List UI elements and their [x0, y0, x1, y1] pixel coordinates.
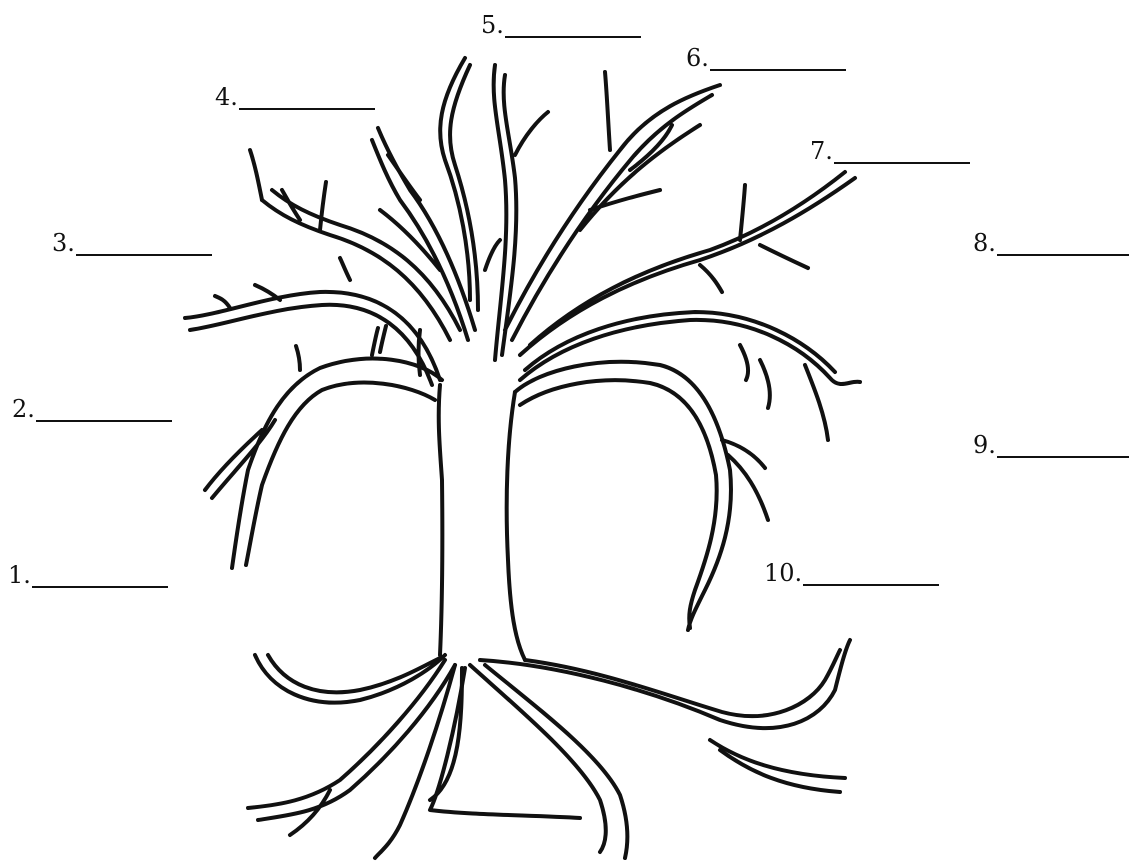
left-arch-twig-5	[380, 326, 386, 352]
right-mid-twig-1	[760, 360, 770, 408]
label-5-blank[interactable]	[505, 20, 641, 38]
label-7[interactable]: 7.	[810, 138, 970, 164]
left-top-twig-1	[388, 155, 420, 200]
left-top-branch-2	[372, 140, 468, 340]
left-arch-twig-4	[372, 328, 378, 355]
label-10-number: 10.	[764, 560, 802, 586]
label-9-blank[interactable]	[997, 440, 1129, 458]
label-1[interactable]: 1.	[8, 562, 168, 588]
label-10-blank[interactable]	[803, 568, 939, 586]
label-9-number: 9.	[973, 432, 996, 458]
label-9[interactable]: 9.	[973, 432, 1129, 458]
label-8[interactable]: 8.	[973, 230, 1129, 256]
right-top-branch-2	[512, 95, 712, 340]
label-3-number: 3.	[52, 230, 75, 256]
label-2[interactable]: 2.	[12, 396, 172, 422]
label-8-blank[interactable]	[997, 238, 1129, 256]
label-7-number: 7.	[810, 138, 833, 164]
label-6-blank[interactable]	[710, 53, 846, 71]
label-1-number: 1.	[8, 562, 31, 588]
right-upper-twig-3	[700, 265, 722, 292]
trunk-right-edge	[507, 392, 525, 660]
left-low-twig-2	[215, 296, 230, 308]
right-arch-inner	[520, 380, 717, 628]
root-left-outer	[255, 655, 445, 703]
label-2-blank[interactable]	[36, 404, 172, 422]
label-6[interactable]: 6.	[686, 45, 846, 71]
right-top-twig-1	[605, 72, 610, 150]
left-arch-twig-3	[296, 346, 300, 370]
right-upper-twig-2	[760, 245, 808, 268]
center-twig-1	[515, 112, 548, 155]
center-twig-4	[485, 240, 500, 270]
label-2-number: 2.	[12, 396, 35, 422]
left-low-twig-3	[340, 258, 350, 280]
left-upper-branch-1	[262, 200, 450, 340]
left-upper-twig-2	[320, 182, 326, 230]
left-low-twig-1	[255, 285, 280, 300]
right-upper-twig-1	[740, 185, 745, 240]
label-4-number: 4.	[215, 84, 238, 110]
label-4[interactable]: 4.	[215, 84, 375, 110]
right-mid-twig-2	[805, 365, 828, 440]
root-left-inner	[268, 655, 440, 692]
center-twig-2	[440, 58, 470, 300]
trunk-left-edge	[439, 385, 443, 655]
right-mid-twig-3	[740, 345, 748, 380]
label-5-number: 5.	[481, 12, 504, 38]
root-right-down-1	[470, 665, 606, 852]
right-arch-outer	[515, 362, 731, 630]
label-3-blank[interactable]	[76, 238, 212, 256]
left-upper-twig-1	[250, 150, 262, 200]
label-4-blank[interactable]	[239, 92, 375, 110]
label-6-number: 6.	[686, 45, 709, 71]
left-low-twig-4	[419, 330, 421, 375]
root-right-outer	[480, 640, 850, 728]
label-8-number: 8.	[973, 230, 996, 256]
label-10[interactable]: 10.	[764, 560, 939, 586]
label-3[interactable]: 3.	[52, 230, 212, 256]
label-5[interactable]: 5.	[481, 12, 641, 38]
label-7-blank[interactable]	[834, 146, 970, 164]
root-center-1	[375, 665, 455, 858]
label-1-blank[interactable]	[32, 570, 168, 588]
